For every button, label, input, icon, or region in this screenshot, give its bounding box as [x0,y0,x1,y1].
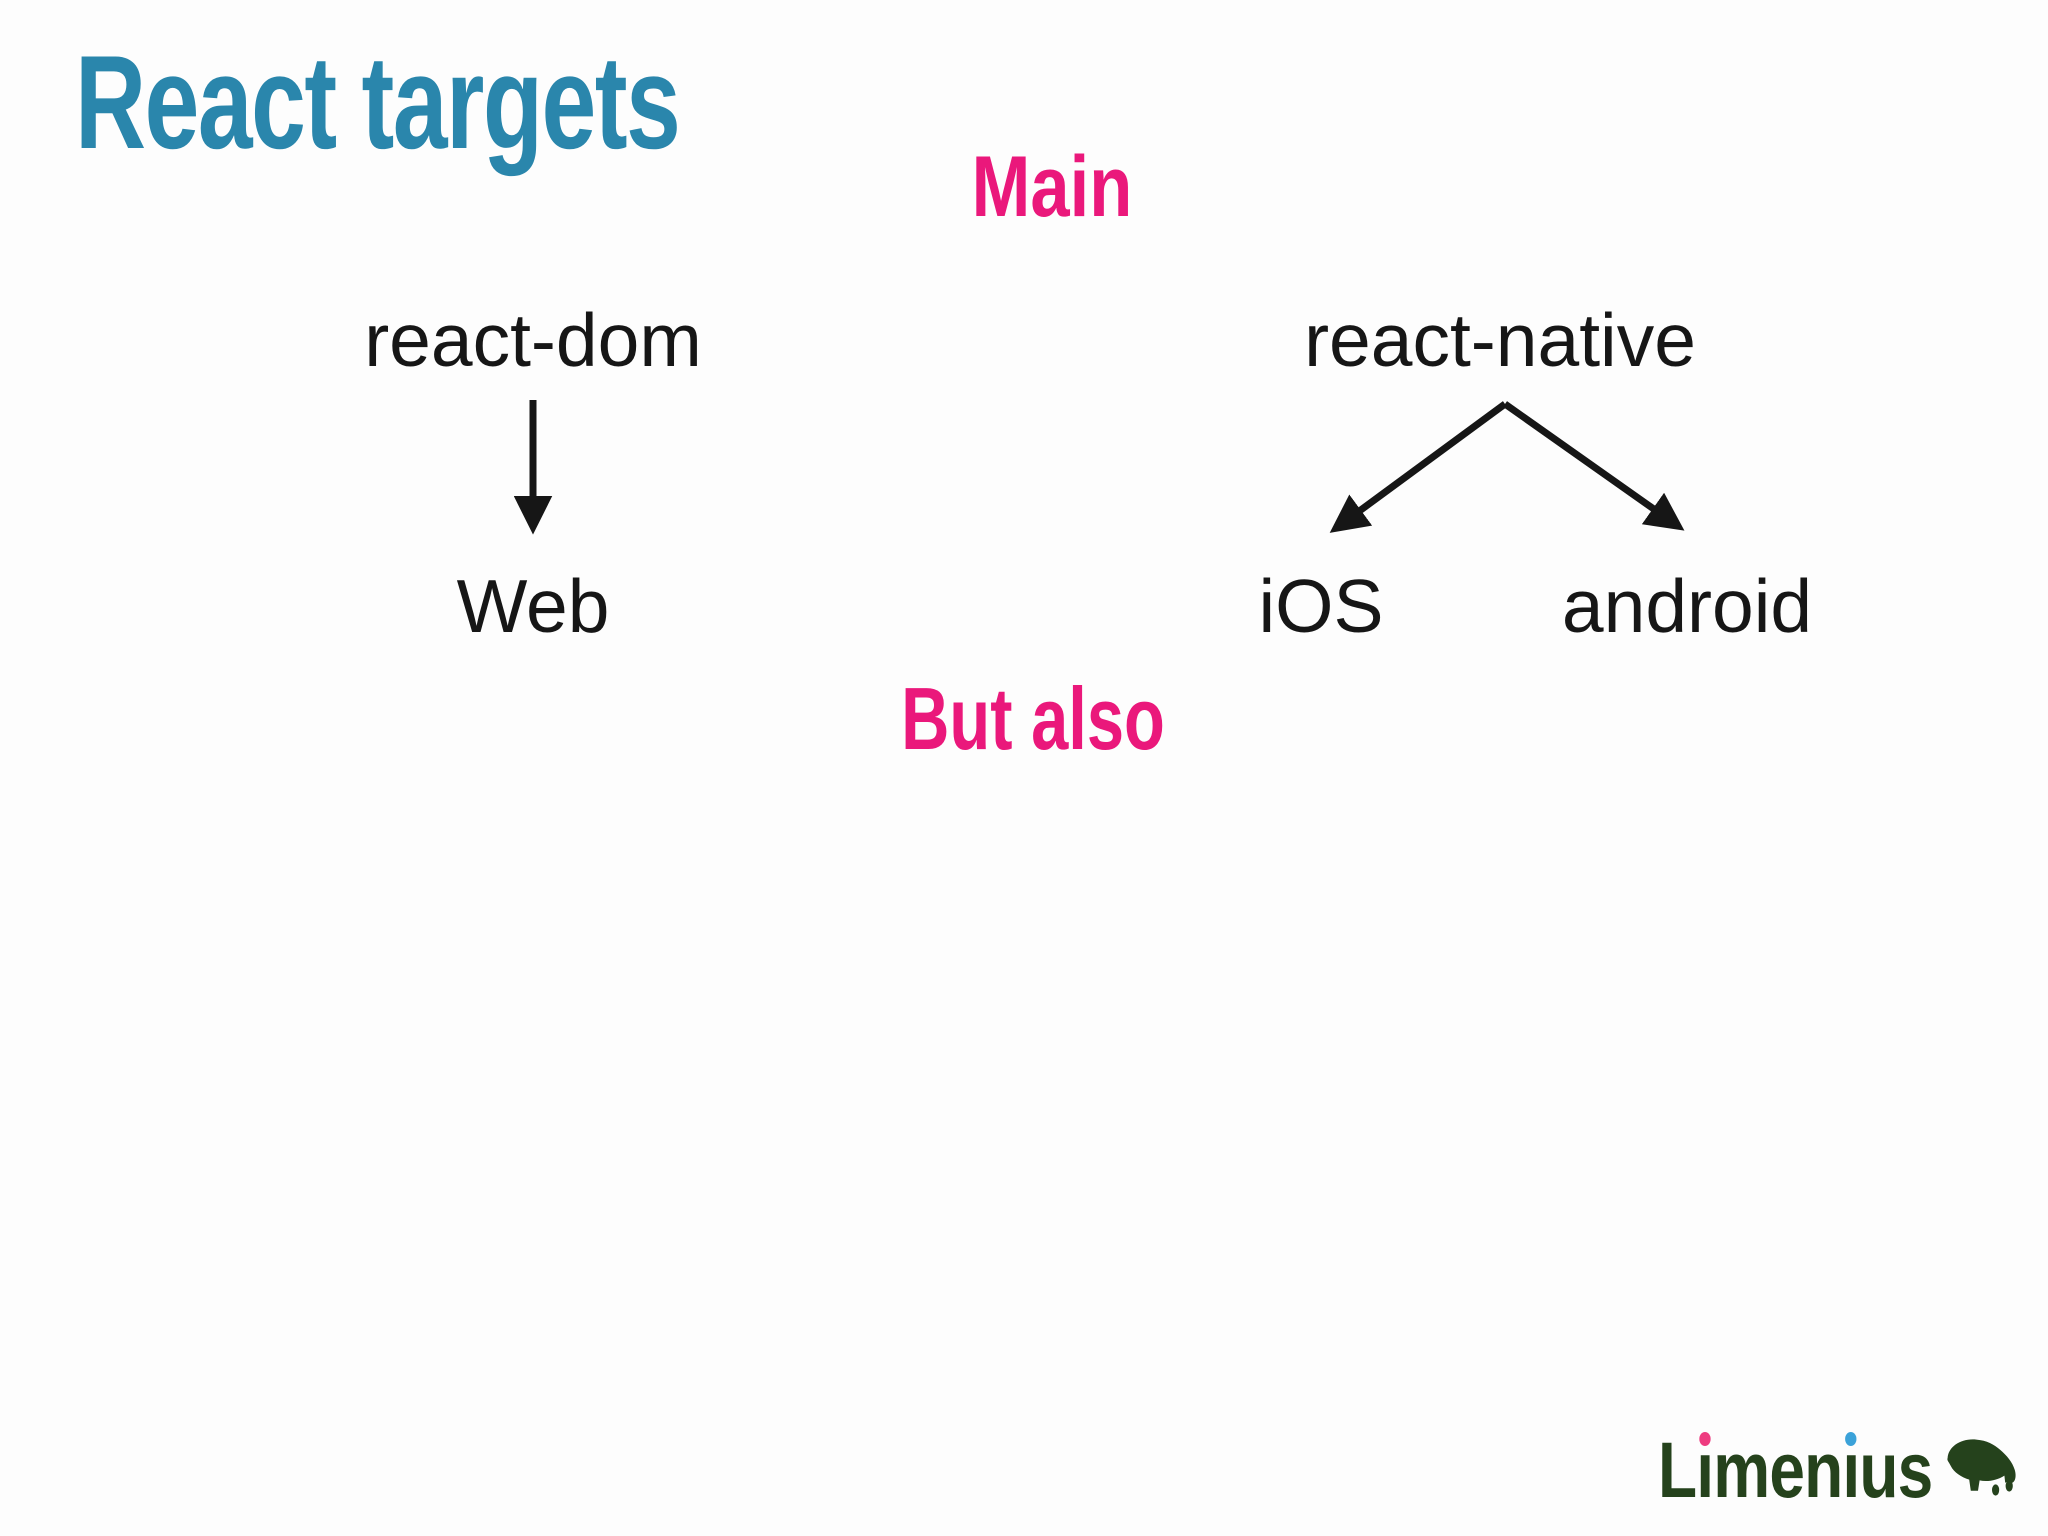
section-label-but-also: But also [901,669,1165,768]
logo-text-part: men [1713,1425,1843,1514]
logo-letter-i-second: ı [1842,1425,1860,1514]
node-android: android [1561,564,1813,648]
section-label-main: Main [971,139,1133,235]
node-react-native: react-native [1304,298,1696,382]
logo-letter-i-first: ı [1696,1425,1714,1514]
logo-i-dot-pink [1699,1432,1711,1446]
arrow-react-native-to-android [1502,401,1685,531]
bison-icon [1947,1439,2016,1496]
logo-i-dot-blue [1845,1432,1857,1446]
node-web: Web [456,564,610,648]
page-title: React targets [75,29,681,177]
node-ios: iOS [1258,564,1384,648]
arrow-react-native-to-ios [1329,401,1508,533]
node-react-dom: react-dom [364,298,702,382]
logo-text-part: us [1859,1425,1933,1514]
logo-text-part: L [1658,1425,1697,1514]
